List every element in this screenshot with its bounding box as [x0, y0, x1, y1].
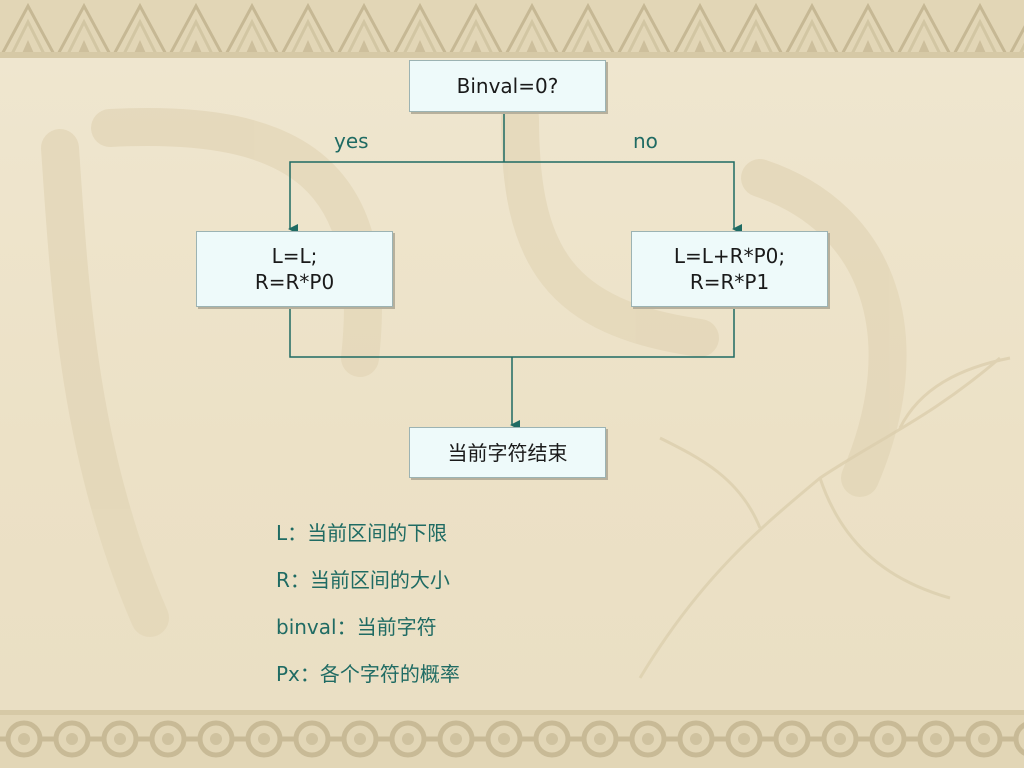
decorative-bottom-border — [0, 710, 1024, 768]
decision-box: Binval=0? — [409, 60, 606, 112]
legend-item-r: R：当前区间的大小 — [276, 568, 450, 592]
background-decoration — [41, 99, 1011, 679]
yes-label: yes — [334, 129, 369, 153]
left-box-line2: R=R*P0 — [254, 270, 335, 294]
legend: L：当前区间的下限 R：当前区间的大小 binval：当前字符 Px：各个字符的… — [276, 520, 460, 708]
decorative-top-border — [0, 0, 1024, 58]
connector-right-down — [512, 306, 735, 358]
legend-item-binval: binval：当前字符 — [276, 615, 437, 639]
no-label: no — [633, 129, 658, 153]
decision-text: Binval=0? — [456, 74, 559, 98]
right-box-line1: L=L+R*P0; — [673, 244, 786, 268]
connector-no-branch — [504, 161, 742, 234]
connector-yes-branch — [288, 161, 504, 234]
right-process-box: L=L+R*P0; R=R*P1 — [631, 231, 828, 307]
left-box-line1: L=L; — [271, 244, 318, 268]
legend-item-l: L：当前区间的下限 — [276, 521, 448, 545]
legend-item-px: Px：各个字符的概率 — [276, 662, 460, 686]
right-box-line2: R=R*P1 — [689, 270, 770, 294]
end-box: 当前字符结束 — [409, 427, 606, 478]
connector-left-down — [289, 306, 512, 358]
end-box-text: 当前字符结束 — [447, 440, 568, 465]
left-process-box: L=L; R=R*P0 — [196, 231, 393, 307]
